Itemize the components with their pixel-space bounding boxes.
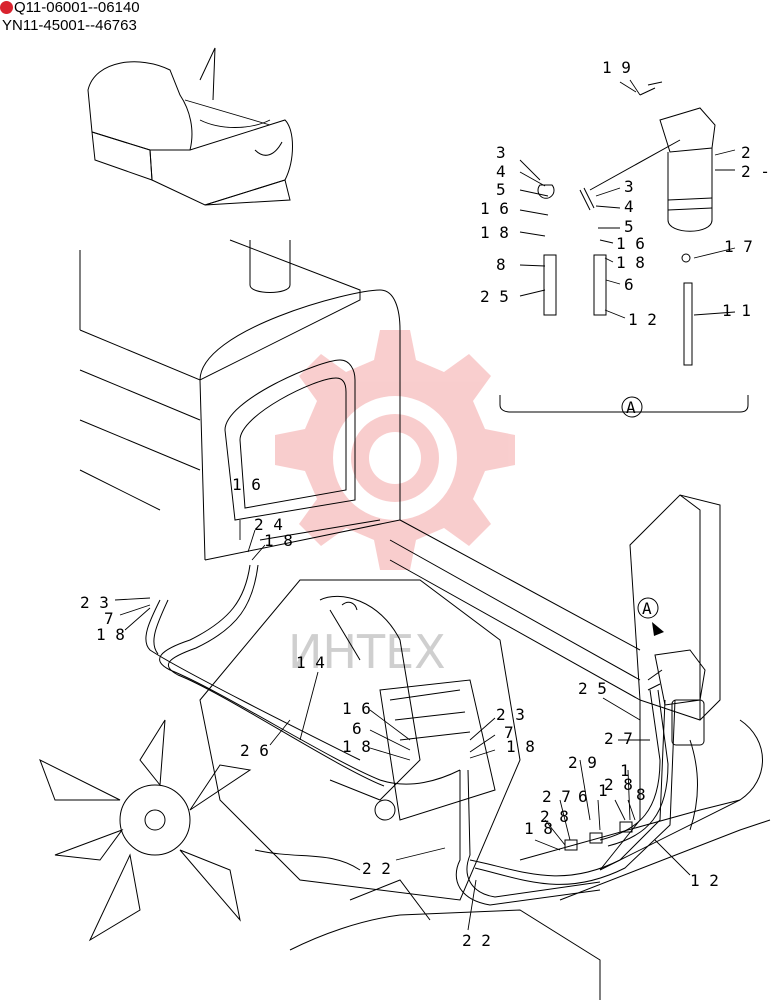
- callout-22a: 2 2: [362, 859, 391, 878]
- fuel-hoses: [145, 564, 698, 906]
- callout-6: 6: [624, 275, 634, 294]
- callout-24: 2 4: [254, 515, 283, 534]
- svg-text:A: A: [642, 599, 652, 618]
- callout-12: 1 2: [628, 310, 657, 329]
- callout-22b: 2 2: [462, 931, 491, 950]
- callout-3b: 3: [624, 177, 634, 196]
- callout-7b: 7: [504, 723, 514, 742]
- callout-26: 2 6: [240, 741, 269, 760]
- callout-27b: 2 7: [542, 787, 571, 806]
- brand-badge: [0, 1, 13, 14]
- callout-18e: 1 8: [342, 737, 371, 756]
- hose-clamps: [564, 821, 633, 851]
- callout-5: 5: [496, 180, 506, 199]
- callout-17: 1 7: [724, 237, 753, 256]
- callout-18: 1 8: [480, 223, 509, 242]
- callout-2: 2: [741, 143, 751, 162]
- callout-16d: 1 6: [342, 699, 371, 718]
- callout-12b: 1 2: [690, 871, 719, 890]
- serial-range-1: Q11-06001--06140: [14, 0, 140, 16]
- callout-29: 2 9: [568, 753, 597, 772]
- callout-28b: 2 8: [540, 807, 569, 826]
- cooling-fan: [39, 719, 252, 942]
- callout-1: 1: [620, 761, 630, 780]
- filter-bracket: [519, 494, 771, 901]
- watermark-gear-icon: [275, 330, 515, 570]
- callout-23b: 2 3: [496, 705, 525, 724]
- callout-25b: 2 5: [578, 679, 607, 698]
- machine-body: [79, 239, 641, 701]
- callout-6c: 6: [578, 787, 588, 806]
- callout-5b: 5: [624, 217, 634, 236]
- lower-frame: [254, 849, 601, 1000]
- callout-14: 1 4: [296, 653, 325, 672]
- serial-range-2: YN11-45001--46763: [2, 17, 137, 34]
- detail-marker-a: A A: [621, 396, 664, 636]
- callout-3: 3: [496, 143, 506, 162]
- callout-8: 8: [496, 255, 506, 274]
- callout-11: 1 1: [722, 301, 751, 320]
- callout-1b: 1: [598, 781, 608, 800]
- svg-text:A: A: [626, 398, 636, 417]
- callout-18f: 1 8: [506, 737, 535, 756]
- callout-19: 1 9: [602, 58, 631, 77]
- callout-6b: 6: [352, 719, 362, 738]
- callout-27: 2 7: [604, 729, 633, 748]
- callout-28: 2 8: [604, 775, 633, 794]
- mounted-fuel-filter: [647, 649, 706, 746]
- callout-16c: 1 6: [232, 475, 261, 494]
- callout-18g: 1 8: [524, 819, 553, 838]
- callout-7: 7: [104, 609, 114, 628]
- callout-2b: 2 -: [741, 162, 770, 181]
- callout-labels: 1 9 2 2 - 3 4 5 1 6 1 8 8 2 5 3 4 5 1 6 …: [80, 58, 770, 950]
- engine-block: [199, 579, 521, 901]
- operator-seat: [87, 47, 293, 206]
- callout-4b: 4: [624, 197, 634, 216]
- callout-25: 2 5: [480, 287, 509, 306]
- callout-18d: 1 8: [96, 625, 125, 644]
- callout-18b: 1 8: [616, 253, 645, 272]
- callout-8b: 8: [636, 785, 646, 804]
- watermark-text: ИНТЕХ: [288, 625, 446, 679]
- callout-4: 4: [496, 162, 506, 181]
- callout-18c: 1 8: [264, 531, 293, 550]
- callout-23: 2 3: [80, 593, 109, 612]
- detail-view-a: [499, 81, 749, 413]
- callout-leaders: [114, 79, 736, 931]
- callout-16: 1 6: [480, 199, 509, 218]
- callout-16b: 1 6: [616, 234, 645, 253]
